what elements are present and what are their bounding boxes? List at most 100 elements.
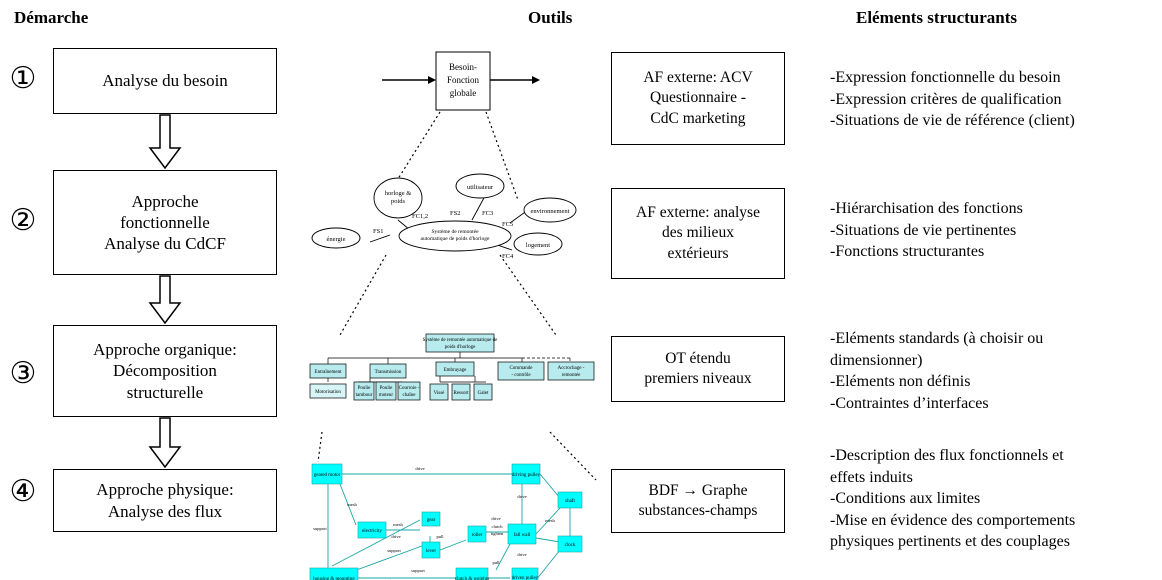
svg-text:Poulie: Poulie [358, 386, 372, 391]
svg-text:support: support [387, 548, 401, 553]
svg-text:FC4: FC4 [502, 253, 514, 260]
svg-text:drive: drive [517, 494, 526, 499]
svg-text:mesh: mesh [545, 518, 555, 523]
elements-list-4: -Description des flux fonctionnels et ef… [830, 445, 1075, 553]
svg-text:drive: drive [491, 516, 500, 521]
svg-text:lever: lever [426, 549, 436, 554]
elements-list-3: -Eléments standards (à choisir ou dimens… [830, 328, 1043, 414]
elements-3-line-2: dimensionner) [830, 351, 923, 369]
header-elements: Eléments structurants [856, 8, 1018, 27]
svg-text:gear: gear [427, 518, 436, 523]
svg-text:fall wall: fall wall [514, 533, 531, 538]
svg-text:énergie: énergie [326, 236, 345, 243]
svg-text:pull: pull [492, 560, 500, 565]
elements-4-line-1: -Description des flux fonctionnels et [830, 447, 1064, 464]
diagram-milieux: Système de remontée automatique de poids… [311, 173, 577, 260]
svg-text:Système de remontée automatiqu: Système de remontée automatique de [423, 338, 498, 343]
svg-text:tighten: tighten [491, 531, 504, 536]
step-box-4: Approche physique: Analyse des flux [53, 469, 277, 532]
svg-text:Transmission: Transmission [375, 370, 402, 375]
besoin-line-3: globale [450, 88, 477, 98]
svg-text:chaîne: chaîne [402, 393, 416, 398]
elements-3-line-4: -Contraintes d’interfaces [830, 394, 989, 412]
svg-text:drive: drive [517, 552, 526, 557]
tool-box-2: AF externe: analyse des milieux extérieu… [611, 188, 785, 279]
svg-text:driven pulley: driven pulley [512, 576, 539, 580]
svg-text:pull: pull [436, 534, 444, 539]
step-number-4: ④ [9, 474, 37, 509]
svg-text:remontée: remontée [562, 373, 581, 378]
svg-text:Courroie -: Courroie - [399, 386, 420, 391]
svg-text:tambour: tambour [356, 393, 373, 398]
elements-2-line-2: -Situations de vie pertinentes [830, 221, 1017, 239]
svg-text:Vissé: Vissé [434, 391, 446, 396]
step-arrows [148, 114, 182, 469]
svg-text:moteur: moteur [379, 393, 393, 398]
elements-1-line-3: -Situations de vie de référence (client) [830, 112, 1075, 130]
step-box-2: Approche fonctionnelle Analyse du CdCF [53, 170, 277, 275]
svg-text:utilisateur: utilisateur [467, 184, 494, 191]
step-number-1: ① [9, 61, 37, 96]
svg-text:FC5: FC5 [502, 221, 513, 228]
svg-text:Poulie: Poulie [380, 386, 394, 391]
down-arrow-2-3 [148, 275, 182, 325]
svg-text:FC1,2: FC1,2 [412, 213, 428, 220]
besoin-line-2: Fonction [447, 75, 480, 85]
elements-list-2: -Hiérarchisation des fonctions -Situatio… [830, 198, 1023, 263]
svg-text:electricity: electricity [362, 529, 382, 534]
elements-1-line-1: -Expression fonctionnelle du besoin [830, 69, 1061, 86]
svg-text:Embrayage: Embrayage [444, 368, 468, 373]
svg-text:roller: roller [472, 533, 483, 538]
diagram-flux: geared motor electricity gear lever roll… [309, 463, 583, 580]
header-demarche: Démarche [14, 8, 89, 27]
svg-text:drive: drive [415, 466, 424, 471]
svg-text:mesh: mesh [347, 502, 357, 507]
svg-text:poids d'horloge: poids d'horloge [445, 345, 477, 350]
tool-box-4: BDF → Graphe substances-champs [611, 469, 785, 533]
svg-text:poids: poids [391, 198, 406, 205]
tool-box-1: AF externe: ACV Questionnaire - CdC mark… [611, 52, 785, 145]
svg-text:driving pulley: driving pulley [512, 473, 541, 478]
step-number-2: ② [9, 203, 37, 238]
svg-text:- contrôle: - contrôle [511, 373, 531, 378]
elements-2-line-3: -Fonctions structurantes [830, 243, 985, 261]
diagram-ot: Système de remontée automatique de poids… [309, 333, 595, 401]
svg-text:Ressort: Ressort [454, 391, 470, 396]
svg-text:clutch: clutch [492, 524, 504, 529]
svg-text:FS1: FS1 [373, 228, 383, 235]
zoom-lines [317, 111, 597, 481]
elements-list-1: -Expression fonctionnelle du besoin -Exp… [830, 67, 1075, 132]
diagram-besoin: Besoin- Fonction globale [382, 51, 540, 111]
elements-4-line-2: effets induits [830, 468, 913, 486]
svg-text:Galet: Galet [478, 391, 489, 396]
svg-text:Entraînement: Entraînement [315, 370, 343, 375]
tools-diagrams: Besoin- Fonction globale Système de remo… [309, 51, 597, 580]
svg-text:environnement: environnement [531, 208, 570, 215]
step-number-3: ③ [9, 356, 37, 391]
elements-1-line-2: -Expression critères de qualification [830, 90, 1062, 108]
svg-text:support: support [313, 526, 327, 531]
elements-2-line-1: -Hiérarchisation des fonctions [830, 200, 1023, 217]
svg-text:horloge &: horloge & [385, 190, 412, 197]
besoin-line-1: Besoin- [449, 62, 477, 72]
svg-text:shaft: shaft [565, 499, 575, 504]
svg-text:Commande: Commande [509, 366, 533, 371]
svg-text:Motorisation: Motorisation [315, 390, 341, 395]
tool-box-3: OT étendu premiers niveaux [611, 336, 785, 402]
step-box-3: Approche organique: Décomposition struct… [53, 325, 277, 417]
svg-text:automatique de poids d'horloge: automatique de poids d'horloge [421, 236, 491, 242]
svg-text:logement: logement [526, 242, 550, 249]
elements-3-line-1: -Eléments standards (à choisir ou [830, 330, 1044, 347]
svg-text:drive: drive [391, 534, 400, 539]
svg-text:Système de remontée: Système de remontée [431, 229, 479, 235]
elements-4-line-5: physiques pertinents et des couplages [830, 533, 1070, 551]
svg-text:clock: clock [565, 543, 576, 548]
down-arrow-1-2 [148, 114, 182, 170]
svg-text:support: support [411, 568, 425, 573]
svg-text:FC3: FC3 [482, 210, 493, 217]
elements-3-line-3: -Eléments non définis [830, 373, 971, 391]
svg-text:Accrochage -: Accrochage - [558, 366, 585, 371]
down-arrow-3-4 [148, 417, 182, 469]
elements-4-line-3: -Conditions aux limites [830, 490, 981, 508]
header-outils: Outils [528, 8, 573, 27]
